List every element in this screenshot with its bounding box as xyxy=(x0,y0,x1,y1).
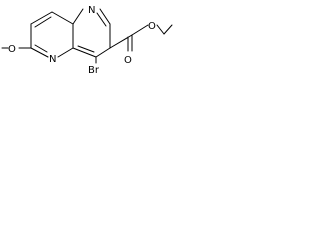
bond-n5-c4a xyxy=(57,47,74,58)
bond-c3-c4 xyxy=(95,47,111,58)
molecule-structure-svg: N N O Br O O xyxy=(1,5,173,74)
bond-c6-n5 xyxy=(30,47,49,58)
bond-ch2-ch3 xyxy=(163,24,173,35)
bond-c8-c7 xyxy=(30,11,53,25)
atom-o-methoxy: O xyxy=(8,44,16,55)
bond-c8a-c8-left xyxy=(51,11,74,25)
atom-n-top: N xyxy=(88,5,95,16)
bond-c8-c7-double xyxy=(34,16,52,28)
bond-c4-c4a-double xyxy=(77,45,95,53)
bond-c3-ccarbonyl xyxy=(109,34,133,49)
atom-o-ester: O xyxy=(148,21,156,32)
bond-ccarbonyl-oester xyxy=(131,24,149,36)
molecule-canvas: N N O Br O O xyxy=(0,0,173,74)
atom-n-mid: N xyxy=(49,54,56,65)
bond-oester-ch2 xyxy=(156,24,165,35)
bond-c6-n5-double xyxy=(34,44,48,53)
bond-n1-c2-double xyxy=(96,12,107,27)
bond-n1-c2 xyxy=(99,8,111,25)
bond-c8a-c8 xyxy=(72,8,84,25)
atom-br: Br xyxy=(88,65,100,74)
bond-c4-c4a xyxy=(72,47,97,58)
atom-o-carbonyl: O xyxy=(124,55,132,66)
